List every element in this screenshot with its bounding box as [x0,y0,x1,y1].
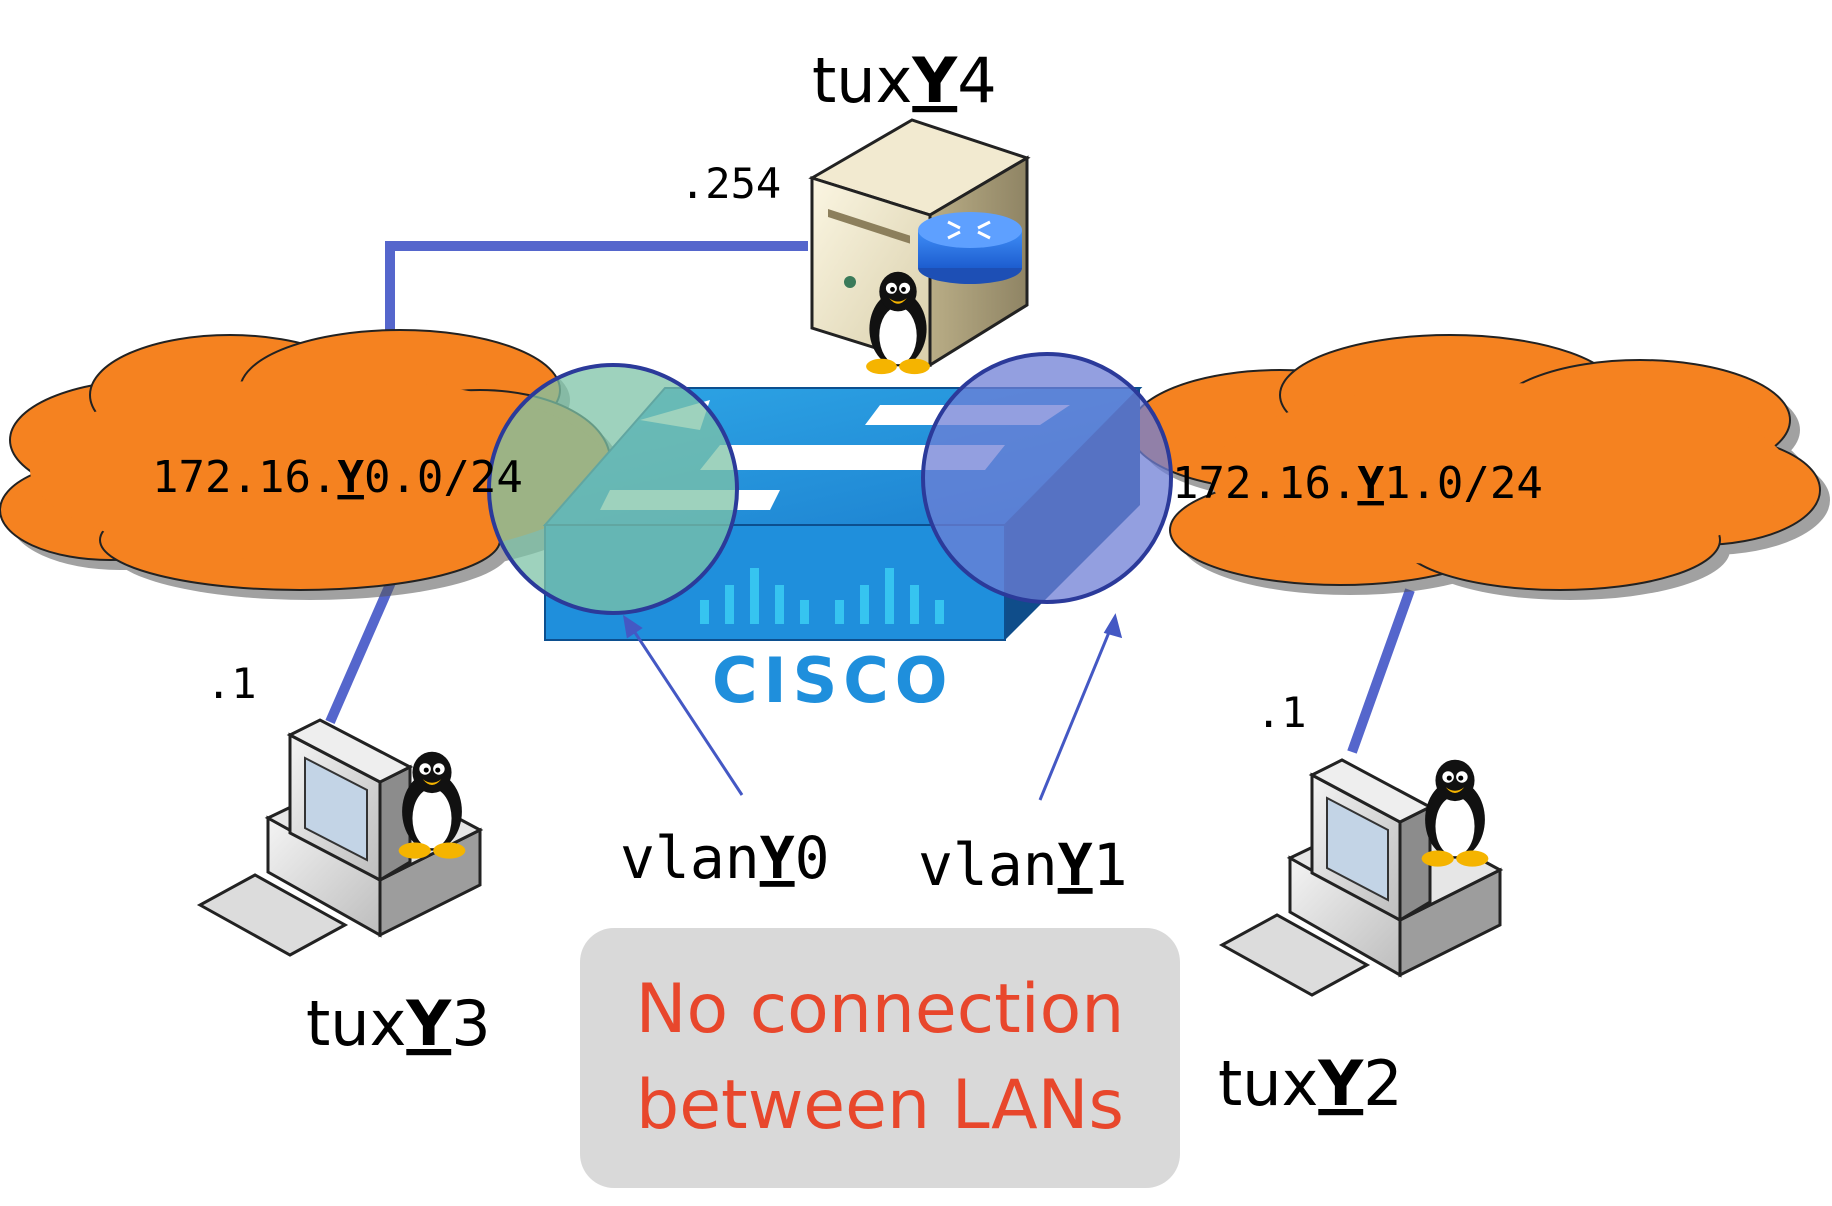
note-line-1: No connection [635,970,1125,1049]
vlan1-circle [921,352,1173,604]
note-line-2: between LANs [636,1066,1124,1145]
vlan0-circle [487,363,739,615]
tux3-ip-label: .1 [206,659,257,708]
vlan1-label: vlanY1 [918,831,1128,899]
workstation-tux2-icon [1218,758,1504,997]
tux2-label: tuxY2 [1218,1047,1403,1120]
router-server-icon [808,118,1031,375]
tux4-ip-label: .254 [680,159,781,208]
brand-label: CISCO [712,644,953,717]
lan1-address-label: 172.16.Y1.0/24 [1172,458,1543,509]
cloud-lan1 [1129,334,1830,600]
no-connection-note: No connection between LANs [580,928,1180,1188]
router-icon [918,212,1022,284]
tux2-ip-label: .1 [1256,688,1307,737]
lan0-address-label: 172.16.Y0.0/24 [152,452,523,503]
link-tux2-lan1 [1347,588,1415,754]
tux3-label: tuxY3 [306,987,491,1060]
tux4-label: tuxY4 [812,44,997,117]
switch-bars [700,568,944,624]
vlan0-label: vlanY0 [620,824,830,892]
link-tux3-lan0 [325,577,397,725]
workstation-tux3-icon [196,718,484,957]
vlan-pointers [622,613,1123,801]
